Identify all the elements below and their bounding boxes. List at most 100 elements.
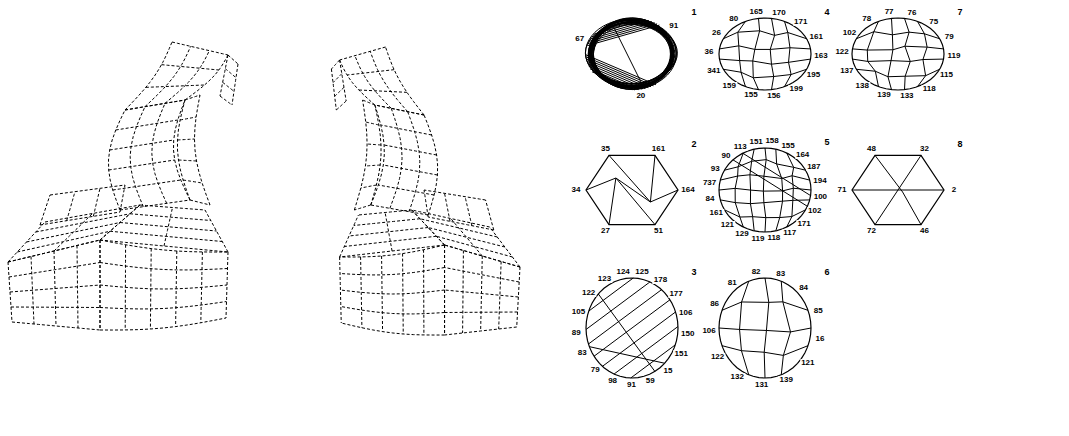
- mesh-edge: [719, 59, 810, 64]
- mesh-line: [363, 100, 375, 105]
- mesh-edge: [609, 155, 678, 202]
- mesh-line: [336, 101, 346, 110]
- node-number: 77: [884, 8, 895, 16]
- node-number: 67: [574, 35, 585, 43]
- node-number: 2: [951, 186, 957, 194]
- node-number: 16: [814, 335, 825, 343]
- mesh-line: [9, 263, 100, 278]
- node-number: 150: [680, 330, 695, 338]
- mesh-line: [10, 285, 100, 292]
- mesh-edge: [781, 281, 790, 375]
- mesh-line: [162, 65, 219, 70]
- node-number: 89: [571, 329, 582, 337]
- mesh-line: [361, 185, 377, 188]
- node-number: 133: [899, 92, 914, 100]
- node-number: 79: [944, 33, 955, 41]
- node-number: 35: [600, 145, 611, 153]
- node-number: 91: [668, 22, 679, 30]
- mesh-edge: [724, 210, 805, 218]
- mesh-line: [340, 245, 445, 257]
- mesh-edge: [852, 46, 943, 50]
- mesh-edge: [763, 148, 766, 232]
- node-number: 199: [789, 85, 804, 93]
- mesh-line: [371, 105, 381, 205]
- panel-number: 3: [690, 268, 697, 277]
- node-number: 195: [806, 71, 821, 79]
- mesh-line: [335, 87, 344, 96]
- mesh-line: [445, 193, 450, 221]
- mesh-edge: [722, 346, 808, 356]
- mesh-edge: [852, 190, 944, 191]
- mesh-line: [375, 105, 424, 115]
- mesh-line: [225, 69, 236, 78]
- node-number: 100: [813, 193, 828, 201]
- node-number: 129: [734, 230, 749, 238]
- node-number: 118: [766, 234, 781, 242]
- mesh-line: [232, 64, 238, 105]
- mesh-line: [120, 185, 125, 212]
- mesh-line: [340, 60, 375, 105]
- mesh-line: [100, 285, 227, 289]
- node-number: 46: [919, 227, 930, 235]
- mesh-line: [361, 257, 362, 328]
- mesh-panel: [719, 18, 811, 90]
- node-number: 151: [674, 350, 689, 358]
- node-number: 79: [590, 366, 601, 374]
- mesh-edge: [738, 21, 746, 86]
- mesh-line: [340, 245, 445, 257]
- mesh-line: [365, 165, 380, 166]
- node-number: 125: [634, 268, 649, 276]
- mesh-line: [205, 210, 228, 252]
- mesh-edge: [918, 21, 928, 86]
- mesh-line: [125, 100, 185, 110]
- panel-number: 1: [690, 8, 697, 17]
- mesh-line: [331, 69, 336, 110]
- panel-number: 4: [823, 8, 830, 17]
- node-number: 187: [806, 163, 821, 171]
- mesh-edge: [616, 178, 655, 225]
- mesh-line: [340, 215, 359, 257]
- mesh-line: [465, 197, 472, 226]
- mesh-line: [390, 108, 402, 208]
- mesh-edge: [590, 22, 652, 40]
- mesh-line: [340, 268, 445, 275]
- node-number: 106: [678, 309, 693, 317]
- node-number: 121: [720, 221, 735, 229]
- mesh-edge: [719, 188, 811, 191]
- node-number: 171: [796, 220, 811, 228]
- mesh-line: [490, 227, 520, 267]
- mesh-line: [8, 222, 45, 262]
- mesh-line: [183, 180, 202, 183]
- mesh-edge: [723, 31, 806, 39]
- mesh-edge: [588, 64, 646, 89]
- mesh-line: [110, 231, 222, 241]
- mesh-line: [385, 213, 392, 252]
- node-number: 91: [626, 381, 637, 389]
- node-number: 84: [704, 195, 715, 203]
- mesh-line: [408, 112, 420, 212]
- mesh-line: [177, 139, 194, 140]
- node-number: 155: [780, 142, 795, 150]
- mesh-edge: [743, 153, 811, 195]
- mesh-line: [445, 290, 519, 297]
- node-number: 76: [907, 9, 918, 17]
- node-number: 34: [571, 186, 582, 194]
- node-number: 36: [704, 48, 715, 56]
- mesh-edge: [590, 19, 671, 88]
- mesh-line: [355, 56, 391, 109]
- mesh-line: [340, 47, 386, 60]
- node-number: 122: [581, 289, 596, 297]
- node-number: 83: [577, 349, 588, 357]
- mesh-line: [331, 60, 339, 69]
- mesh-line: [177, 100, 190, 200]
- mesh-line: [12, 322, 100, 330]
- mesh-edge: [764, 278, 769, 378]
- node-number: 48: [866, 145, 877, 153]
- node-number: 106: [701, 327, 716, 335]
- mesh-line: [185, 95, 200, 100]
- mesh-boundary: [586, 155, 678, 224]
- mesh-edge: [587, 61, 648, 87]
- mesh-line: [340, 290, 444, 294]
